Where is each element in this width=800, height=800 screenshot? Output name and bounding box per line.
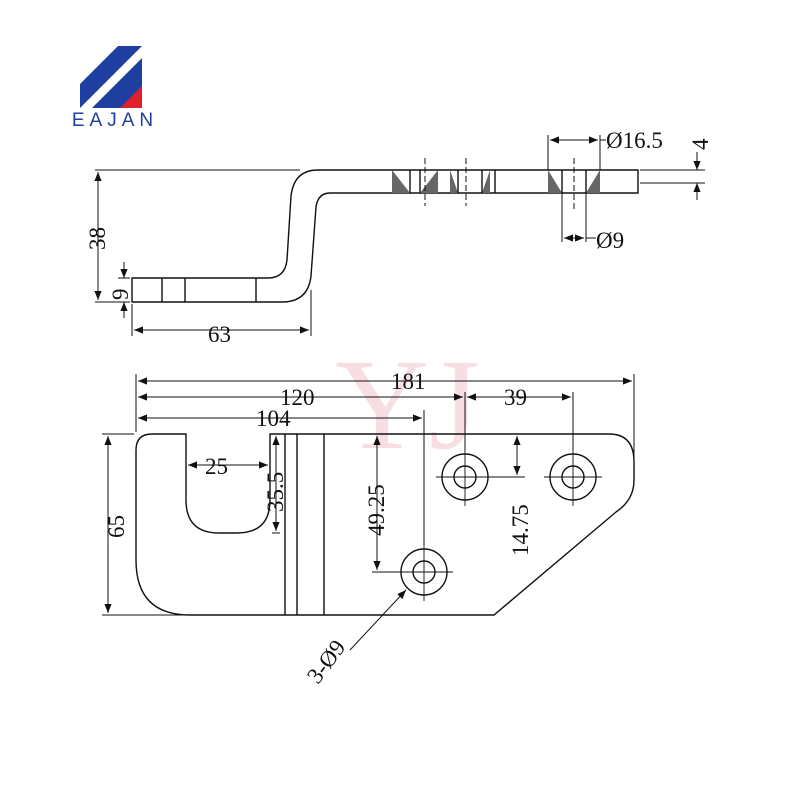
side-view bbox=[131, 158, 639, 303]
dim-104: 104 bbox=[256, 406, 291, 431]
dim-counterbore-diameter: Ø16.5 bbox=[606, 128, 663, 153]
top-view-dimensions bbox=[102, 374, 635, 651]
top-view-labels: 181 120 39 104 25 35.5 49.25 65 14.75 3-… bbox=[104, 369, 533, 688]
top-view bbox=[135, 433, 635, 616]
dim-overall-length: 181 bbox=[391, 369, 426, 394]
hole-callout: 3-Ø9 bbox=[302, 635, 350, 688]
dim-thickness: 9 bbox=[108, 289, 133, 301]
brand-name: EAJAN bbox=[71, 110, 159, 131]
brand-logo-icon bbox=[80, 46, 142, 108]
dim-overall-height: 38 bbox=[85, 227, 110, 250]
side-view-dimensions bbox=[94, 135, 705, 336]
dim-slot-depth: 35.5 bbox=[263, 472, 288, 512]
side-view-outline bbox=[131, 169, 639, 303]
dim-14-75: 14.75 bbox=[508, 504, 533, 556]
side-view-labels: 38 9 63 Ø16.5 4 Ø9 bbox=[85, 128, 713, 347]
dim-height: 65 bbox=[104, 515, 129, 538]
dim-hole-offset-v: 49.25 bbox=[364, 484, 389, 536]
dim-slot-width: 25 bbox=[205, 454, 228, 479]
dim-counterbore-depth: 4 bbox=[688, 138, 713, 150]
dim-hole-diameter: Ø9 bbox=[596, 228, 624, 253]
dim-offset-length: 63 bbox=[208, 322, 231, 347]
watermark: YJ bbox=[335, 333, 479, 477]
dim-39: 39 bbox=[504, 385, 527, 410]
top-view-outline bbox=[135, 433, 635, 616]
dim-120: 120 bbox=[280, 385, 315, 410]
